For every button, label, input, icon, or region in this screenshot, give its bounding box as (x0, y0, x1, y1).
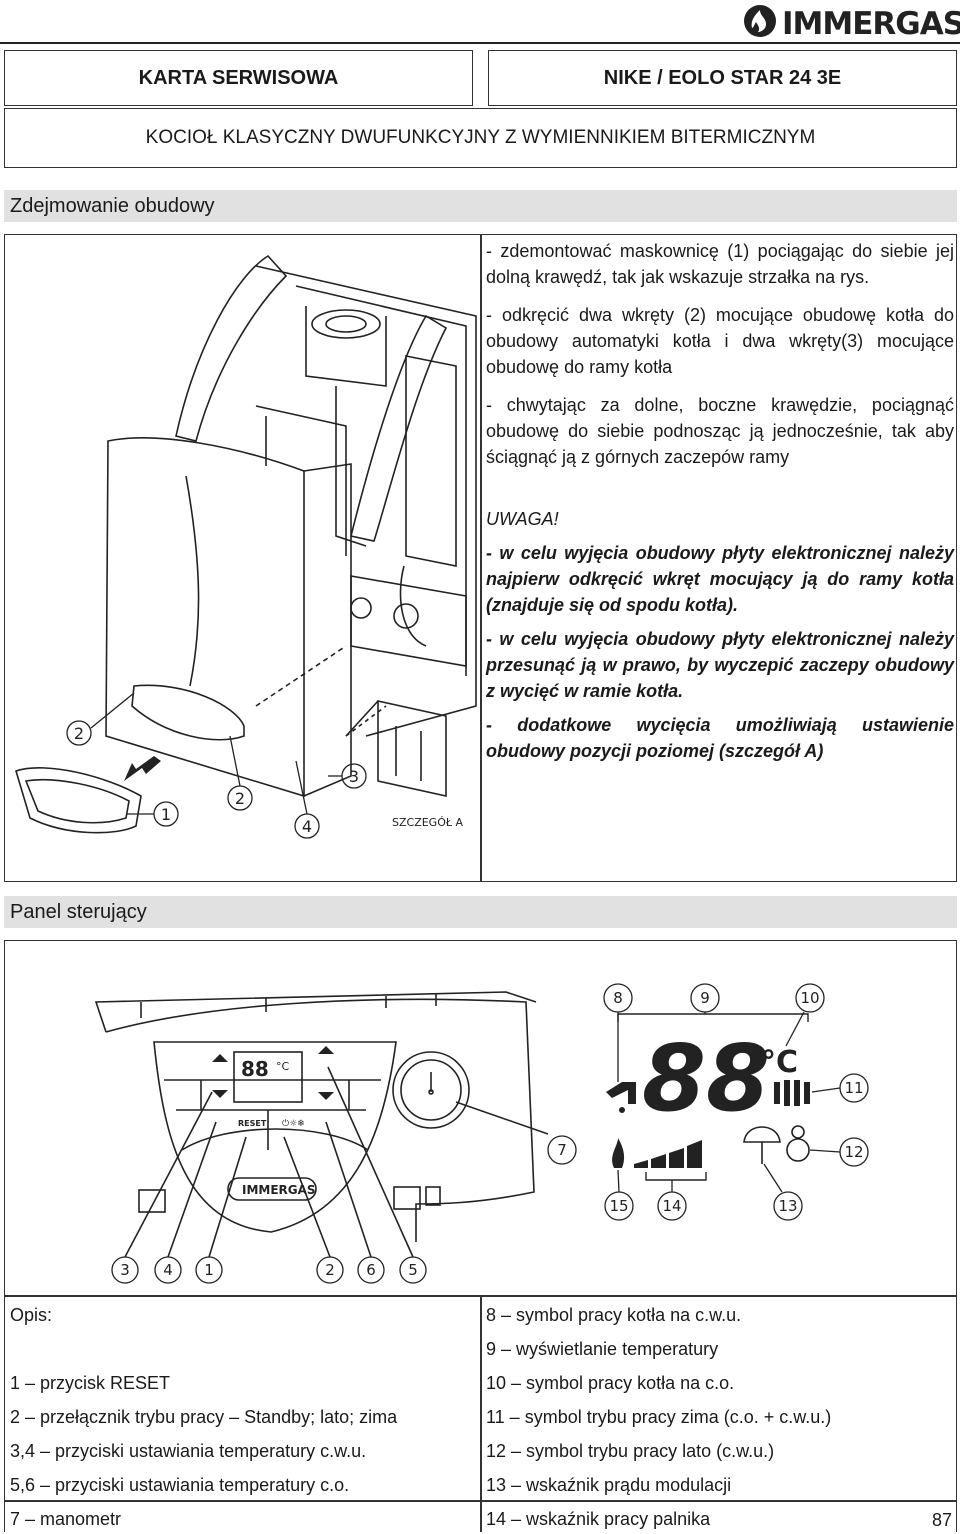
casing-instructions: - zdemontować maskownicę (1) pociągając … (486, 238, 954, 482)
legend-item: 10 – symbol pracy kotła na c.o. (486, 1373, 735, 1393)
doc-title: KARTA SERWISOWA (138, 66, 339, 89)
warning-item: - w celu wyjęcia obudowy płyty elektroni… (486, 629, 954, 701)
casing-divider (480, 234, 482, 882)
legend-item: 13 – wskaźnik prądu modulacji (486, 1475, 732, 1495)
legend-item: 7 – manometr (10, 1509, 122, 1529)
callout-10: 10 (800, 989, 819, 1007)
header-left-box: KARTA SERWISOWA (4, 50, 473, 106)
figure-label-4: 4 (302, 817, 312, 836)
legend-item: 9 – wyświetlanie temperatury (486, 1339, 719, 1359)
legend-right: 8 – symbol pracy kotła na c.w.u. 9 – wyś… (486, 1298, 831, 1534)
control-panel-figure: 88 °C RESET ⏻☼❄ IMMERGAS 88 °C (94, 983, 869, 1284)
lcd-unit: °C (761, 1045, 798, 1080)
dhw-tap-icon (606, 1082, 636, 1104)
callout-15: 15 (609, 1197, 628, 1215)
callout-2: 2 (325, 1261, 335, 1279)
callout-5: 5 (408, 1261, 418, 1279)
warning-title: UWAGA! (486, 509, 559, 529)
legend-item: 12 – symbol trybu pracy lato (c.w.u.) (486, 1441, 775, 1461)
warning-item: - dodatkowe wycięcia umożliwiają ustawie… (486, 715, 954, 761)
figure-label-3: 3 (349, 767, 359, 786)
header-rule (0, 42, 960, 44)
callout-9: 9 (700, 989, 710, 1007)
legend-item: 8 – symbol pracy kotła na c.w.u. (486, 1305, 742, 1325)
callout-12: 12 (844, 1143, 863, 1161)
warning-item: - w celu wyjęcia obudowy płyty elektroni… (486, 543, 954, 615)
subtitle-box: KOCIOŁ KLASYCZNY DWUFUNKCYJNY Z WYMIENNI… (4, 108, 957, 168)
small-display-unit: °C (276, 1060, 290, 1073)
casing-step: - odkręcić dwa wkręty (2) mocujące obudo… (486, 305, 954, 377)
callout-11: 11 (844, 1079, 863, 1097)
section-title-casing: Zdejmowanie obudowy (4, 190, 957, 222)
panel-brand: IMMERGAS (242, 1183, 316, 1197)
lcd-digits: 88 (642, 1025, 770, 1132)
figure-label-2b: 2 (235, 789, 245, 808)
casing-step: - zdemontować maskownicę (1) pociągając … (486, 241, 954, 287)
callout-4: 4 (163, 1261, 173, 1279)
figure-label-1: 1 (161, 805, 171, 824)
callout-8: 8 (613, 989, 623, 1007)
logo-text: IMMERGAS (782, 6, 960, 40)
legend-title: Opis: (10, 1305, 53, 1325)
small-display-digits: 88 (241, 1057, 269, 1081)
legend-spacer (10, 1332, 397, 1366)
section-title-panel: Panel sterujący (4, 896, 957, 928)
warning-block: UWAGA! - w celu wyjęcia obudowy płyty el… (486, 506, 954, 772)
callout-13: 13 (778, 1197, 797, 1215)
legend-item: 14 – wskaźnik pracy palnika (486, 1509, 711, 1529)
legend-item: 2 – przełącznik trybu pracy – Standby; l… (10, 1407, 398, 1427)
model-title: NIKE / EOLO STAR 24 3E (603, 66, 842, 89)
legend-item: 1 – przycisk RESET (10, 1373, 171, 1393)
callout-3: 3 (120, 1261, 130, 1279)
figure-label-2a: 2 (74, 724, 84, 743)
reset-label: RESET (238, 1119, 267, 1128)
subtitle: KOCIOŁ KLASYCZNY DWUFUNKCYJNY Z WYMIENNI… (145, 127, 816, 148)
callout-7: 7 (557, 1141, 567, 1159)
legend-divider (480, 1296, 482, 1532)
mode-switch-label: ⏻☼❄ (282, 1118, 305, 1129)
casing-step: - chwytając za dolne, boczne krawędzie, … (486, 395, 954, 467)
legend-left: Opis: 1 – przycisk RESET 2 – przełącznik… (10, 1298, 397, 1534)
legend-item: 3,4 – przyciski ustawiania temperatury c… (10, 1441, 367, 1461)
legend-item: 11 – symbol trybu pracy zima (c.o. + c.w… (486, 1407, 832, 1427)
header-right-box: NIKE / EOLO STAR 24 3E (488, 50, 957, 106)
panel-frame (4, 940, 957, 1296)
callout-14: 14 (662, 1197, 681, 1215)
legend-item: 5,6 – przyciski ustawiania temperatury c… (10, 1475, 350, 1495)
immergas-logo: IMMERGAS (744, 5, 960, 40)
casing-removal-figure: 1 2 2 3 4 SZCZEGÓŁ A (15, 254, 477, 839)
detail-a-label: SZCZEGÓŁ A (392, 816, 464, 829)
page-number: 87 (932, 1510, 953, 1530)
callout-6: 6 (366, 1261, 376, 1279)
callout-1: 1 (204, 1261, 214, 1279)
legend-row-rule (4, 1500, 957, 1502)
